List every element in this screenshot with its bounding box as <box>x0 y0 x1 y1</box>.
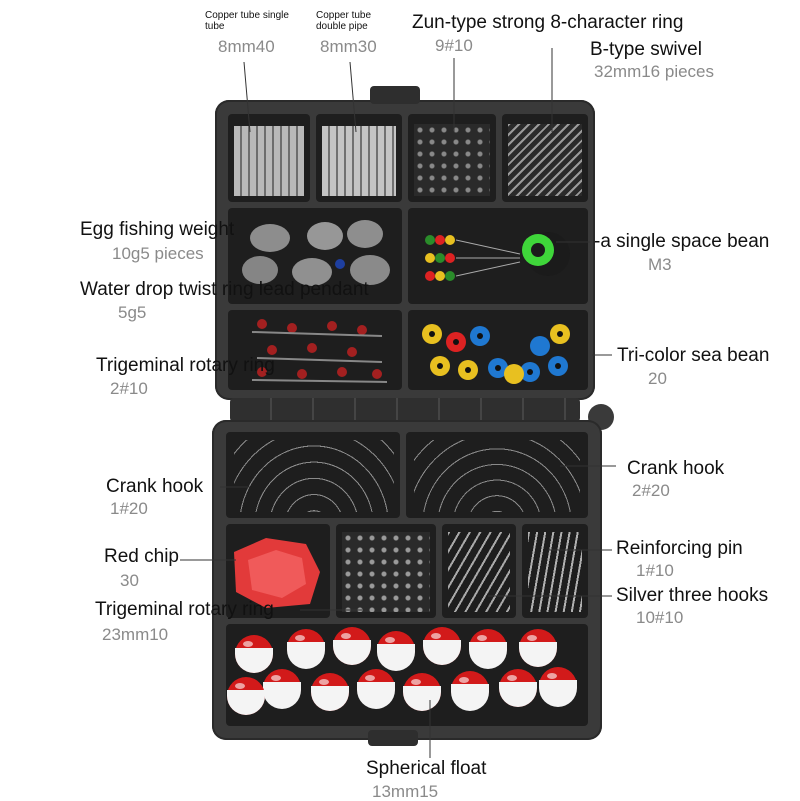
spherical-floats <box>227 627 577 715</box>
label-silver-hooks: Silver three hooks <box>616 585 769 606</box>
label-crank-left: Crank hook <box>106 476 204 497</box>
float-ball <box>423 627 461 665</box>
float-ball <box>469 629 507 669</box>
tri-color-sea-beans <box>422 324 570 384</box>
label-space-bean: -a single space bean <box>594 231 770 252</box>
label-water-drop: Water drop twist ring lead pendant <box>80 279 369 300</box>
label-reinforcing-pin: Reinforcing pin <box>616 538 743 559</box>
float-ball <box>499 669 537 707</box>
reinforcing-pins <box>528 532 582 612</box>
spec-b-swivel: 32mm16 pieces <box>594 62 715 81</box>
copper-tubes-double <box>322 126 396 196</box>
label-crank-right: Crank hook <box>627 458 725 479</box>
zun-rings <box>414 124 490 196</box>
box-latch-top <box>370 86 420 104</box>
label-zun-ring: Zun-type strong 8-character ring <box>412 12 684 33</box>
label-spherical-float: Spherical float <box>366 758 487 779</box>
trigeminal-rings-top <box>251 319 388 383</box>
spec-crank-left: 1#20 <box>110 499 148 518</box>
crank-hooks-right <box>414 440 580 512</box>
spec-crank-right: 2#20 <box>632 481 670 500</box>
float-ball <box>357 669 395 709</box>
float-ball <box>403 673 441 711</box>
label-trigeminal-top: Trigeminal rotary ring <box>96 355 275 376</box>
float-ball <box>519 629 557 667</box>
spec-copper-single: 8mm40 <box>218 37 275 56</box>
label-red-chip: Red chip <box>104 546 179 567</box>
spec-reinforcing-pin: 1#10 <box>636 561 674 580</box>
spec-zun-ring: 9#10 <box>435 36 473 55</box>
egg-weights <box>242 220 390 286</box>
spec-egg-weight: 10g5 pieces <box>112 244 204 263</box>
spec-silver-hooks: 10#10 <box>636 608 684 627</box>
spec-red-chip: 30 <box>120 571 139 590</box>
red-chips <box>234 538 320 608</box>
float-ball <box>311 673 349 711</box>
label-copper-single: Copper tube single tube <box>205 10 289 32</box>
spec-water-drop: 5g5 <box>118 303 147 322</box>
float-ball <box>287 629 325 669</box>
float-ball <box>263 669 301 709</box>
box-latch-bottom <box>368 730 418 746</box>
spec-space-bean: M3 <box>648 255 672 274</box>
spec-sea-bean: 20 <box>648 369 667 388</box>
label-b-swivel: B-type swivel <box>590 39 702 60</box>
box-hinge <box>230 398 580 422</box>
float-ball <box>227 677 265 715</box>
silver-three-hooks <box>448 532 510 612</box>
float-ball <box>539 667 577 707</box>
spec-copper-double: 8mm30 <box>320 37 377 56</box>
label-trigeminal-bottom: Trigeminal rotary ring <box>95 599 274 620</box>
label-egg-weight: Egg fishing weight <box>80 219 235 240</box>
spec-spherical-float: 13mm15 <box>372 782 439 801</box>
float-ball <box>235 635 273 673</box>
spec-trigeminal-top: 2#10 <box>110 379 148 398</box>
copper-tubes-single <box>234 126 304 196</box>
float-ball <box>333 627 371 665</box>
float-ball <box>377 631 415 671</box>
trigeminal-rings-bottom <box>342 532 430 612</box>
float-ball <box>451 671 489 711</box>
space-beans <box>425 232 570 281</box>
label-sea-bean: Tri-color sea bean <box>617 345 770 366</box>
b-swivels <box>508 124 582 196</box>
spec-trigeminal-bottom: 23mm10 <box>102 625 169 644</box>
label-copper-double: Copper tube double pipe <box>316 10 372 32</box>
crank-hooks-left <box>234 440 394 512</box>
